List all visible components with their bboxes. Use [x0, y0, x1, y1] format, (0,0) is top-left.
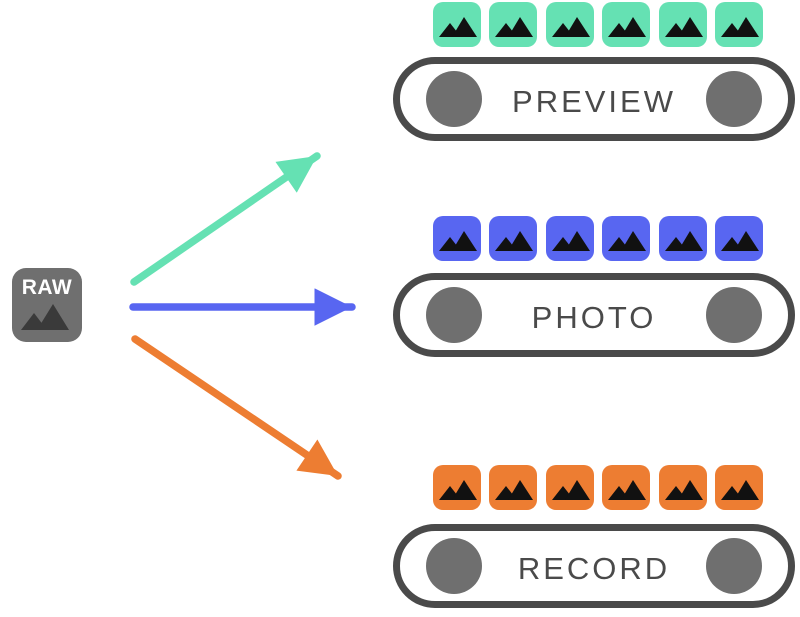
frame-icon — [602, 465, 651, 510]
pill-record: RECORD — [393, 524, 795, 608]
frame-icon — [714, 2, 763, 47]
frame-icon — [489, 2, 538, 47]
frame-icon — [714, 465, 763, 510]
frame-row-record — [433, 465, 763, 510]
arrow-to-preview — [130, 152, 321, 286]
roller-right-icon — [706, 71, 762, 127]
raw-label: RAW — [21, 276, 73, 299]
roller-left-icon — [426, 287, 482, 343]
roller-right-icon — [705, 287, 762, 343]
pill-photo: PHOTO — [393, 273, 795, 357]
frame-icon — [658, 2, 707, 47]
raw-source-box: RAW — [12, 268, 82, 342]
pill-label-preview: PREVIEW — [512, 83, 676, 119]
frame-icon — [545, 2, 594, 47]
stream-group-record: RECORD — [393, 465, 795, 608]
frame-icon — [714, 216, 763, 261]
frame-icon — [602, 2, 651, 47]
frame-icon — [658, 465, 707, 510]
frame-icon — [433, 216, 481, 261]
frame-icon — [545, 216, 594, 261]
frame-row-photo — [433, 216, 763, 261]
roller-left-icon — [426, 71, 482, 127]
pill-label-photo: PHOTO — [531, 299, 657, 335]
stream-group-photo: PHOTO — [393, 216, 795, 357]
frame-row-preview — [433, 2, 763, 47]
image-mountains-icon — [21, 304, 69, 330]
frame-icon — [489, 216, 538, 261]
roller-left-icon — [426, 538, 482, 594]
frame-icon — [433, 465, 481, 510]
frame-icon — [489, 465, 538, 510]
pill-label-record: RECORD — [517, 550, 671, 586]
stream-group-preview: PREVIEW — [393, 2, 795, 141]
pill-preview: PREVIEW — [393, 57, 795, 141]
frame-icon — [433, 2, 481, 47]
roller-right-icon — [706, 538, 762, 594]
frame-icon — [658, 216, 707, 261]
frame-icon — [545, 465, 594, 510]
frame-icon — [602, 216, 651, 261]
arrow-to-record — [131, 335, 342, 480]
